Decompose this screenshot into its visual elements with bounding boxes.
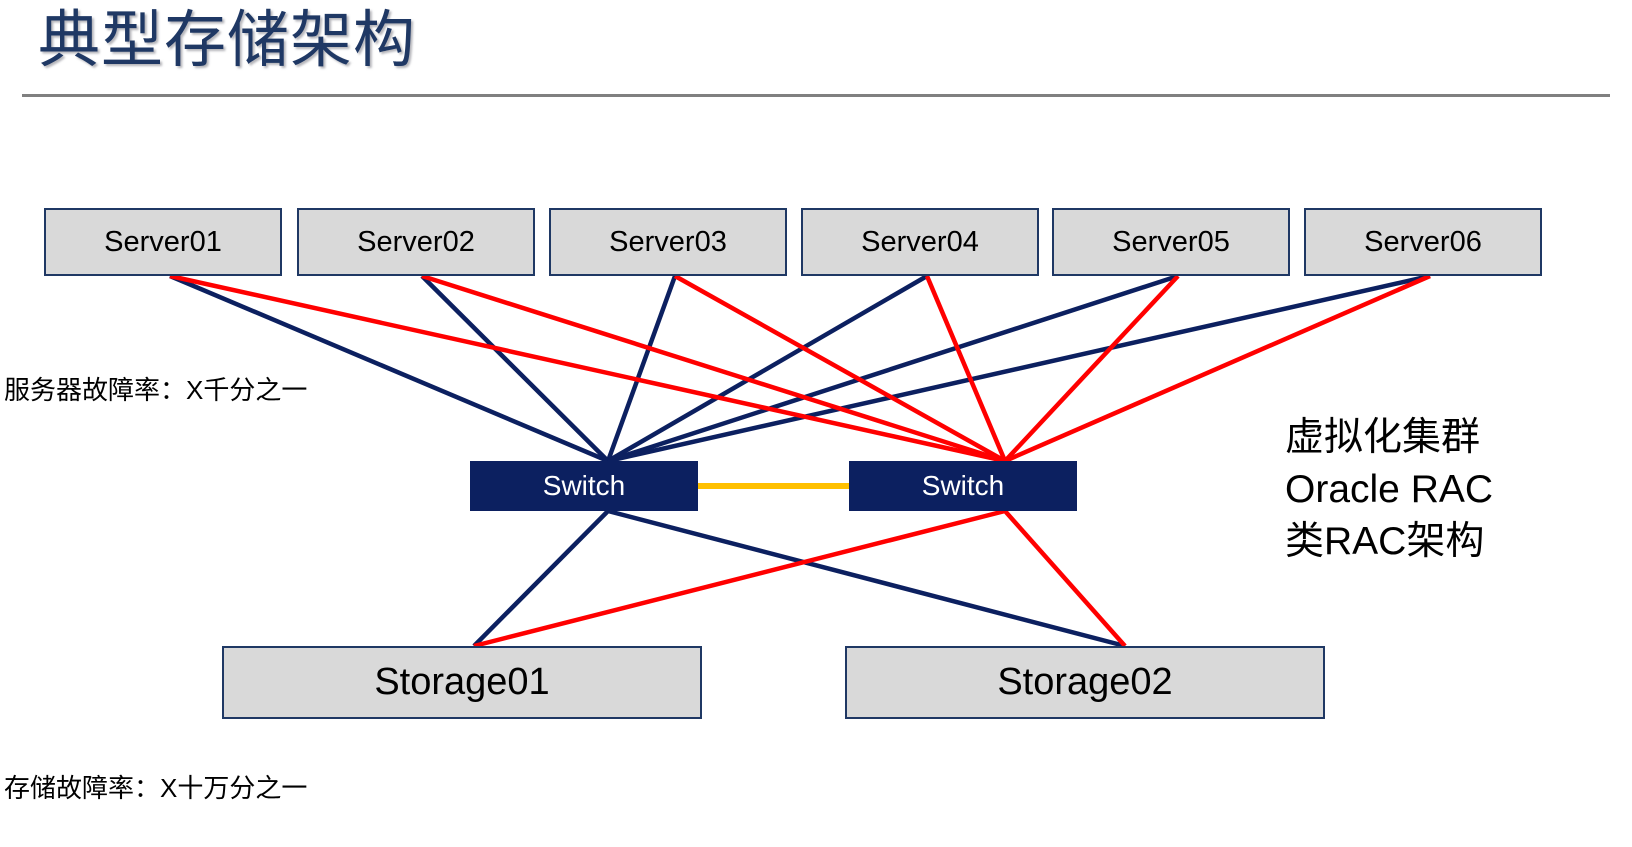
storage-node-label: Storage02 <box>997 661 1173 703</box>
link-server3-switch1 <box>605 275 678 462</box>
link-switch2-storage01 <box>473 508 1006 649</box>
switch-node-1[interactable]: Switch <box>470 461 698 511</box>
server-node-label: Server05 <box>1112 225 1230 258</box>
link-server4-switch2 <box>924 275 1008 462</box>
storage-node-label: Storage01 <box>374 661 550 703</box>
link-switch2-storage02 <box>1003 509 1127 648</box>
architecture-note-line-2: Oracle RAC <box>1285 467 1494 511</box>
link-server2-switch2 <box>421 273 1006 464</box>
server-failure-rate-label: 服务器故障率：X千分之一 <box>4 375 308 405</box>
link-server4-switch1 <box>606 274 929 463</box>
switch-node-label: Switch <box>542 470 626 501</box>
link-server3-switch2 <box>673 274 1007 463</box>
link-server5-switch1 <box>607 273 1179 464</box>
storage-node-1[interactable]: Storage01 <box>222 646 702 719</box>
server-node-label: Server04 <box>861 225 979 258</box>
link-server1-switch2 <box>169 273 1006 464</box>
link-switch1-storage01 <box>472 509 610 648</box>
storage-node-2[interactable]: Storage02 <box>845 646 1325 719</box>
server-node-label: Server03 <box>609 225 727 258</box>
server-node-1[interactable]: Server01 <box>44 208 282 276</box>
server-node-4[interactable]: Server04 <box>801 208 1039 276</box>
server-node-5[interactable]: Server05 <box>1052 208 1290 276</box>
link-switch1-storage02 <box>607 508 1126 649</box>
server-node-6[interactable]: Server06 <box>1304 208 1542 276</box>
storage-failure-rate-label: 存储故障率：X十万分之一 <box>4 773 308 803</box>
architecture-note: 虚拟化集群 Oracle RAC 类RAC架构 <box>1285 412 1493 568</box>
server-node-3[interactable]: Server03 <box>549 208 787 276</box>
architecture-note-line-3: 类RAC架构 <box>1285 519 1485 563</box>
switch-node-label: Switch <box>921 470 1005 501</box>
link-server1-switch1 <box>169 273 609 464</box>
title-divider <box>22 94 1610 97</box>
architecture-note-line-1: 虚拟化集群 <box>1285 416 1481 459</box>
server-node-label: Server02 <box>357 225 475 258</box>
server-node-label: Server01 <box>104 225 222 258</box>
page-title: 典型存储架构 <box>38 6 417 75</box>
switch-node-2[interactable]: Switch <box>849 461 1077 511</box>
server-node-2[interactable]: Server02 <box>297 208 535 276</box>
link-server2-switch1 <box>420 274 610 463</box>
server-node-label: Server06 <box>1364 225 1482 258</box>
link-server5-switch2 <box>1003 274 1180 463</box>
